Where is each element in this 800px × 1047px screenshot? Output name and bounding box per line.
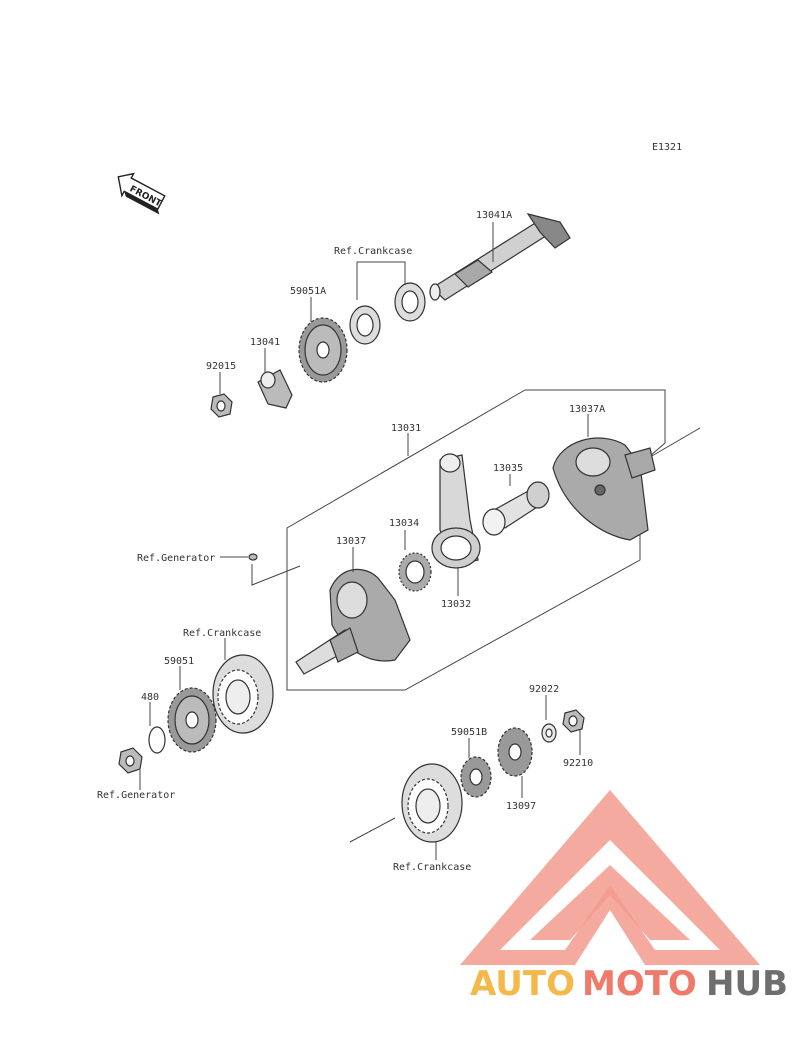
bearing-left-large <box>212 654 274 734</box>
axis-line-bottom <box>349 817 396 843</box>
label-13097: 13097 <box>506 801 536 812</box>
gear-59051 <box>167 687 217 753</box>
watermark-part1: AUTO <box>470 964 575 1004</box>
axis-line-right <box>644 427 701 461</box>
bearing-bottom-large <box>401 763 463 843</box>
woodruff-key <box>248 553 258 561</box>
label-59051B: 59051B <box>451 727 487 738</box>
watermark-part3: HUB <box>706 964 788 1004</box>
label-13035: 13035 <box>493 463 523 474</box>
label-ref-crankcase-bottom: Ref.Crankcase <box>393 862 471 873</box>
bearing-top-pair <box>349 282 426 345</box>
watermark-part2: MOTO <box>582 964 697 1004</box>
gear-13097 <box>497 727 533 777</box>
label-480: 480 <box>141 692 159 703</box>
washer-92022 <box>541 723 557 743</box>
balancer-weight-13041 <box>257 369 293 409</box>
leader-ref-crankcase-top <box>356 261 406 300</box>
label-13032: 13032 <box>441 599 471 610</box>
needle-bearing-13034 <box>398 552 432 592</box>
label-13037A: 13037A <box>569 404 605 415</box>
label-ref-generator-mid: Ref.Generator <box>137 553 215 564</box>
balancer-shaft-13041A <box>429 213 571 301</box>
label-13031: 13031 <box>391 423 421 434</box>
label-13034: 13034 <box>389 518 419 529</box>
diagram-code-label: E1321 <box>652 142 682 153</box>
nut-92210 <box>562 709 585 733</box>
leader-key-link <box>251 564 301 586</box>
label-92210: 92210 <box>563 758 593 769</box>
watermark-logo <box>460 790 760 965</box>
label-13037: 13037 <box>336 536 366 547</box>
crank-half-13037A <box>552 437 656 541</box>
label-92022: 92022 <box>529 684 559 695</box>
label-59051: 59051 <box>164 656 194 667</box>
watermark-text: AUTO MOTO HUB <box>470 964 788 1004</box>
label-ref-generator-bottom: Ref.Generator <box>97 790 175 801</box>
label-13041: 13041 <box>250 337 280 348</box>
label-92015: 92015 <box>206 361 236 372</box>
gear-59051A <box>298 317 348 383</box>
gear-59051B <box>460 756 492 798</box>
generator-nut <box>118 747 143 774</box>
label-59051A: 59051A <box>290 286 326 297</box>
crank-half-13037 <box>295 568 411 675</box>
front-arrow-icon: FRONT <box>117 172 166 215</box>
label-ref-crankcase-top: Ref.Crankcase <box>334 246 412 257</box>
label-13041A: 13041A <box>476 210 512 221</box>
nut-92015 <box>210 393 233 418</box>
label-ref-crankcase-left: Ref.Crankcase <box>183 628 261 639</box>
connecting-rod-13032 <box>431 453 481 569</box>
circlip-480 <box>148 726 166 754</box>
crank-pin-13035 <box>482 481 550 536</box>
